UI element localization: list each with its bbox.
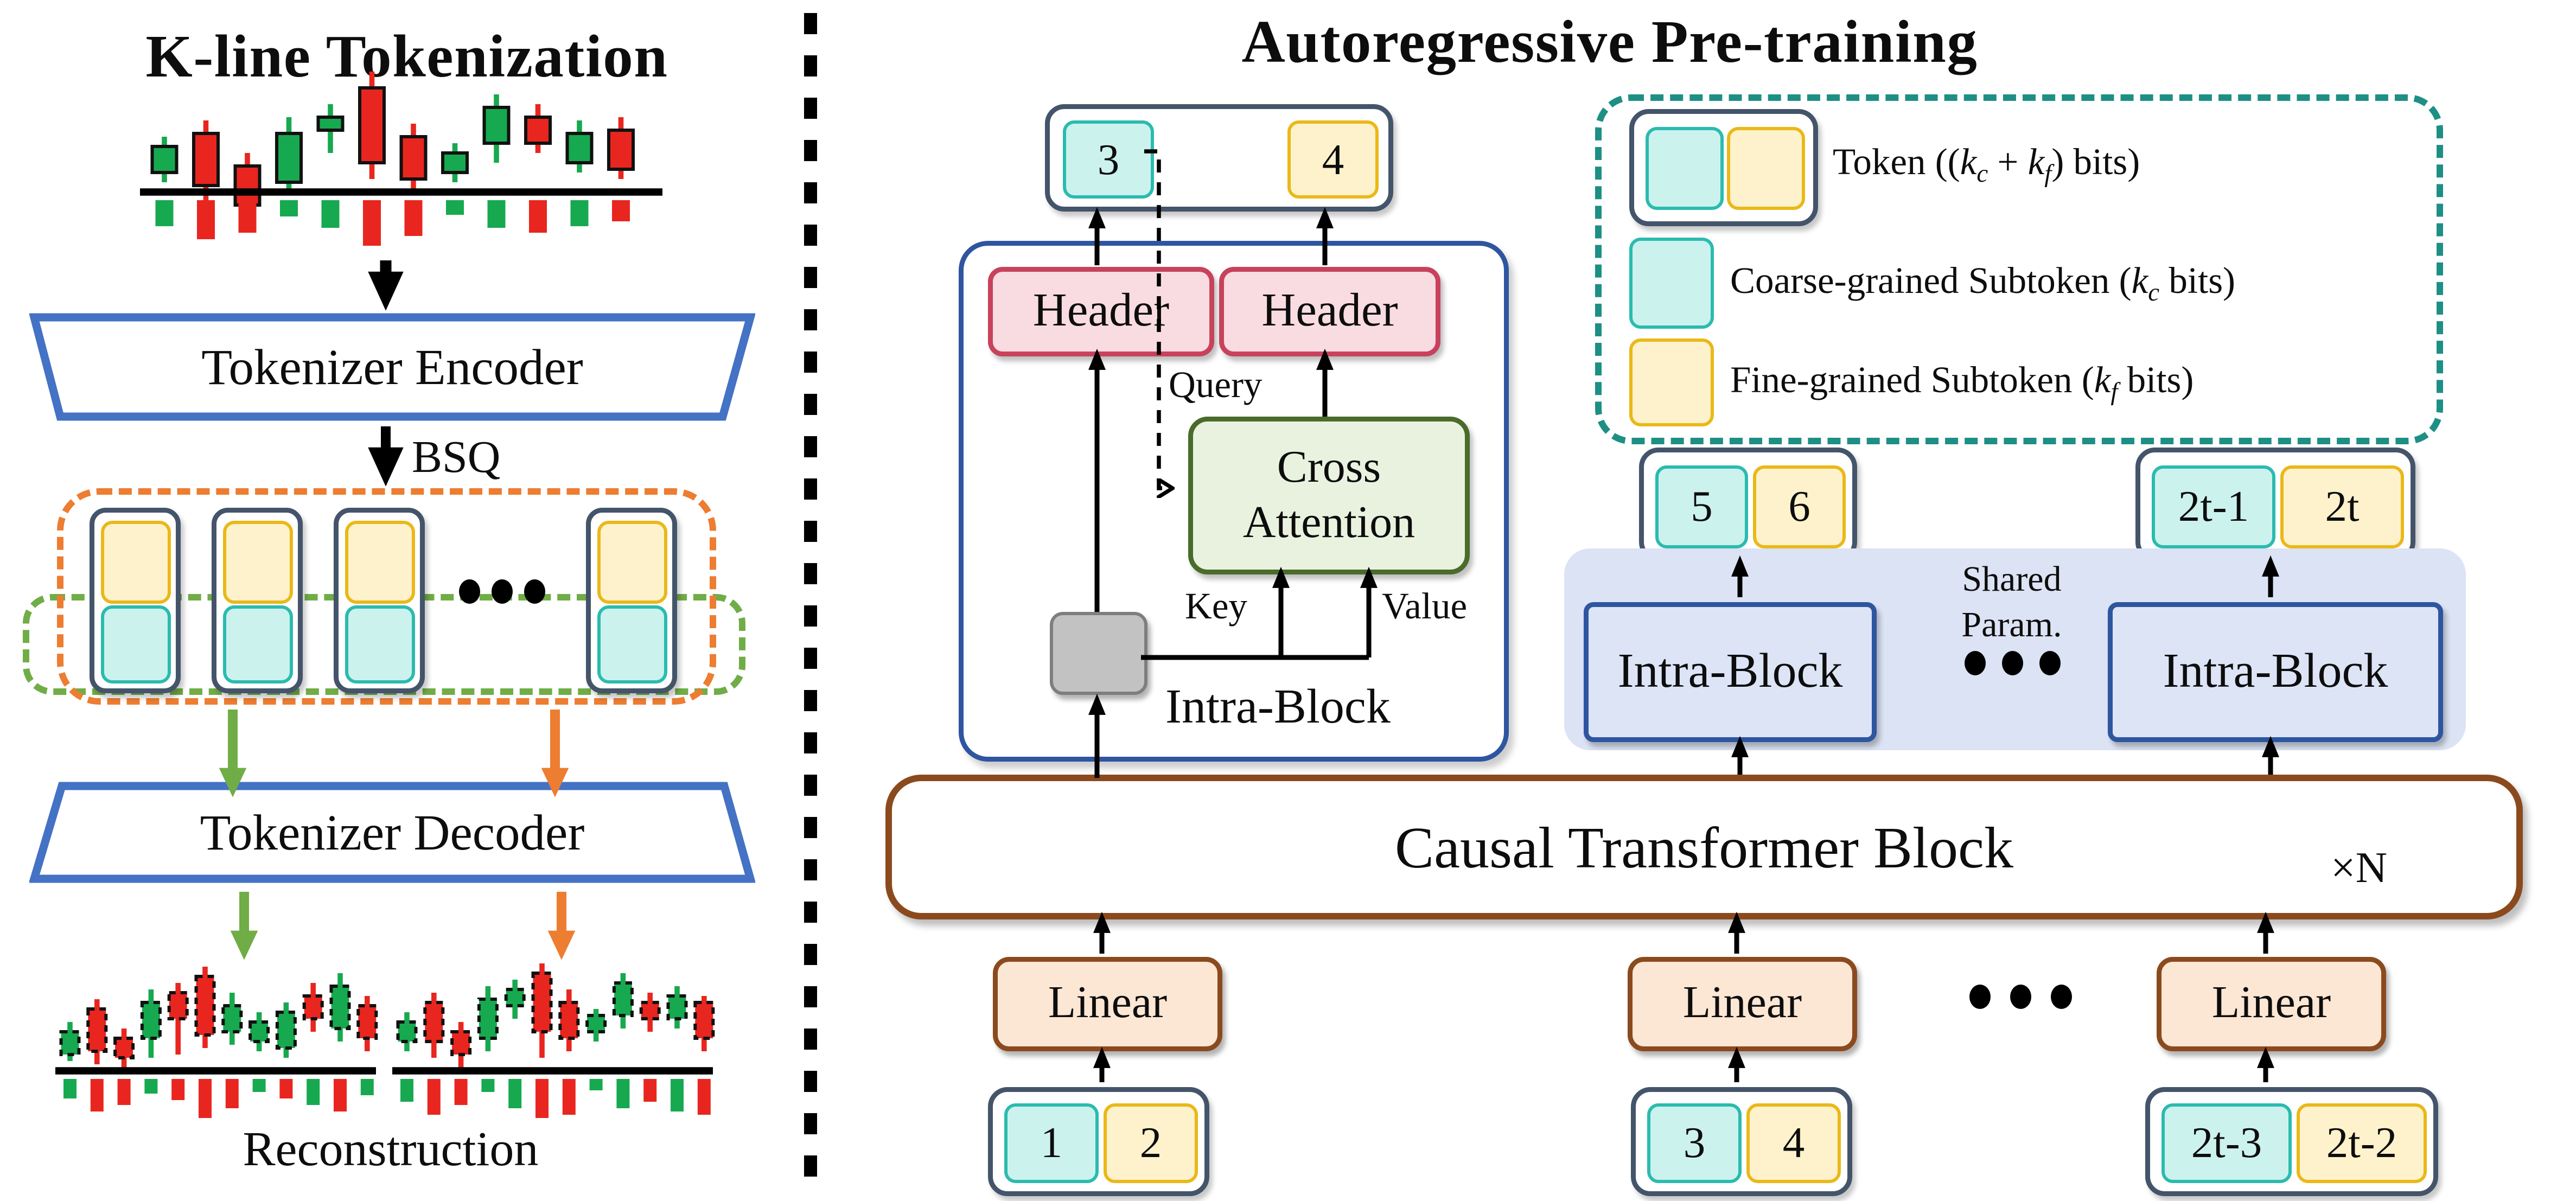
coarse-subtoken-5: 5 bbox=[1655, 465, 1748, 548]
fine-subtoken-2t: 2t bbox=[2280, 465, 2404, 548]
coarse-subtoken-icon bbox=[223, 605, 293, 683]
ellipsis-dot bbox=[1969, 985, 1991, 1009]
reconstruction-chart-left bbox=[55, 967, 378, 1118]
decoder-trapezoid-shape bbox=[29, 782, 755, 883]
coarse-subtoken-2t-3: 2t-3 bbox=[2161, 1103, 2292, 1183]
tokenizer-decoder: Tokenizer Decoder bbox=[29, 781, 755, 884]
kline-token-2 bbox=[212, 508, 303, 693]
coarse-subtoken-icon bbox=[597, 605, 667, 683]
linear-2: Linear bbox=[1628, 957, 1857, 1051]
panel-divider bbox=[804, 13, 817, 1188]
shared-param-label: Shared Param. bbox=[1961, 558, 2062, 644]
legend-fine-icon bbox=[1629, 338, 1714, 426]
ellipsis-dot bbox=[2051, 985, 2072, 1009]
input-token-2t: 2t-3 2t-2 bbox=[2145, 1087, 2438, 1196]
coarse-subtoken-3: 3 bbox=[1063, 120, 1154, 199]
decoder-label: Tokenizer Decoder bbox=[200, 803, 585, 860]
hidden-state-box bbox=[1050, 612, 1147, 695]
fine-subtoken-2t-2: 2t-2 bbox=[2297, 1103, 2427, 1183]
coarse-subtoken-3: 3 bbox=[1647, 1103, 1742, 1183]
fine-subtoken-icon bbox=[101, 521, 171, 604]
right-panel-title: Autoregressive Pre-training bbox=[1241, 10, 1978, 76]
fine-subtoken-4: 4 bbox=[1287, 120, 1379, 199]
coarse-subtoken-icon bbox=[345, 605, 415, 683]
legend-coarse-icon bbox=[1629, 238, 1714, 329]
linear-1: Linear bbox=[993, 957, 1222, 1051]
ellipsis-dot bbox=[2010, 985, 2031, 1009]
fine-subtoken-icon bbox=[1727, 127, 1805, 210]
fine-subtoken-6: 6 bbox=[1753, 465, 1846, 548]
linear-3: Linear bbox=[2157, 957, 2386, 1051]
kline-token-n bbox=[586, 508, 677, 693]
token-group-dashed-box bbox=[57, 488, 716, 705]
value-label: Value bbox=[1382, 586, 1468, 627]
ellipsis-dot bbox=[1965, 651, 1986, 675]
predicted-token-2t: 2t-1 2t bbox=[2135, 448, 2415, 561]
tokenizer-encoder: Tokenizer Encoder bbox=[29, 312, 755, 421]
ellipsis-dot bbox=[492, 579, 513, 604]
causal-transformer-block: Causal Transformer Block bbox=[885, 775, 2523, 919]
bsq-label: BSQ bbox=[412, 433, 501, 483]
cross-attention-line1: Cross bbox=[1277, 443, 1381, 494]
header-fine: Header bbox=[1219, 267, 1440, 356]
legend-token-label: Token ((kc + kf) bits) bbox=[1833, 142, 2140, 189]
fine-subtoken-icon bbox=[597, 521, 667, 604]
key-label: Key bbox=[1185, 586, 1247, 627]
encoder-trapezoid-shape bbox=[29, 313, 755, 421]
predicted-token-56: 5 6 bbox=[1639, 448, 1857, 561]
legend-fine-label: Fine-grained Subtoken (kf bits) bbox=[1730, 360, 2194, 407]
predicted-token-34: 3 4 bbox=[1045, 104, 1393, 212]
kline-token-1 bbox=[90, 508, 181, 693]
fine-subtoken-icon bbox=[345, 521, 415, 604]
reconstruction-chart-right bbox=[392, 963, 715, 1118]
ellipsis-dot bbox=[2002, 651, 2023, 675]
fine-subtoken-icon bbox=[223, 521, 293, 604]
ellipsis-dot bbox=[459, 579, 480, 604]
cross-attention-line2: Attention bbox=[1242, 497, 1415, 548]
coarse-subtoken-icon bbox=[1646, 127, 1724, 210]
kline-input-chart bbox=[140, 72, 662, 246]
input-token-12: 1 2 bbox=[988, 1087, 1209, 1196]
legend-token-icon bbox=[1629, 109, 1818, 226]
intra-block-2: Intra-Block bbox=[2108, 602, 2443, 742]
query-label: Query bbox=[1169, 365, 1263, 405]
encoder-label: Tokenizer Encoder bbox=[201, 337, 583, 395]
fine-subtoken-2: 2 bbox=[1104, 1103, 1198, 1183]
kline-token-3 bbox=[334, 508, 425, 693]
coarse-subtoken-1: 1 bbox=[1004, 1103, 1099, 1183]
intra-block-label: Intra-Block bbox=[1165, 680, 1391, 734]
repeat-times-label: ×N bbox=[2331, 843, 2388, 892]
fine-subtoken-4: 4 bbox=[1746, 1103, 1841, 1183]
cross-attention-box: Cross Attention bbox=[1188, 417, 1470, 574]
ellipsis-dot bbox=[524, 579, 545, 604]
left-panel-title: K-line Tokenization bbox=[145, 24, 668, 91]
intra-block-1: Intra-Block bbox=[1584, 602, 1877, 742]
legend-coarse-label: Coarse-grained Subtoken (kc bits) bbox=[1730, 260, 2236, 308]
reconstruction-label: Reconstruction bbox=[243, 1123, 539, 1177]
legend-box bbox=[1595, 94, 2443, 444]
input-token-34: 3 4 bbox=[1631, 1087, 1852, 1196]
coarse-subtoken-2t-1: 2t-1 bbox=[2152, 465, 2275, 548]
ellipsis-dot bbox=[2039, 651, 2061, 675]
coarse-subtoken-icon bbox=[101, 605, 171, 683]
header-coarse: Header bbox=[988, 267, 1214, 356]
